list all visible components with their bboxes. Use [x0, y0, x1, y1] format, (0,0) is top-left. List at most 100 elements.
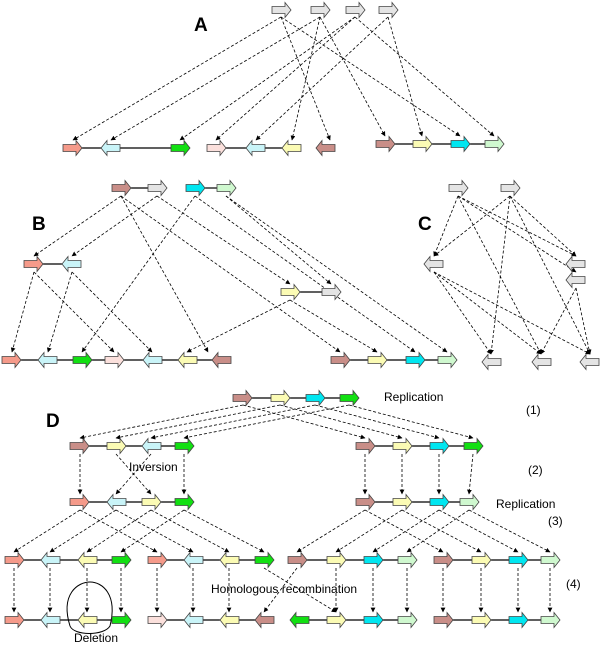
dashed-link-arrow [72, 16, 282, 141]
step-label-2: (2) [528, 463, 543, 477]
dashed-link-arrow [150, 509, 230, 553]
dashed-link-arrow [71, 271, 153, 353]
dashed-link-arrow [186, 299, 291, 353]
dashed-link-arrow [290, 16, 321, 141]
dashed-link-arrow [433, 271, 542, 355]
gene-arrow-gray [565, 255, 586, 273]
gene-arrow-green [72, 351, 93, 369]
gene-arrow-gray [565, 271, 586, 289]
gene-arrow-cyan [185, 179, 206, 197]
gene-arrow-lightblue [142, 351, 163, 369]
gene-arrow-cyan [363, 611, 384, 629]
step-label-4: (4) [566, 577, 581, 591]
gene-arrow-cyan [405, 351, 426, 369]
dashed-link-arrow [319, 16, 386, 137]
gene-arrow-lightblue [141, 437, 162, 455]
dashed-link-arrow [263, 567, 298, 613]
gene-arrow-yellow [270, 389, 291, 407]
gene-arrow-yellow [77, 611, 98, 629]
gene-arrow-gray [321, 283, 342, 301]
dashed-link-arrow [433, 195, 511, 257]
gene-arrow-salmon [23, 255, 44, 273]
gene-arrow-brown [433, 551, 454, 569]
dashed-link-arrow [401, 509, 482, 553]
dashed-link-arrow [296, 509, 366, 553]
dashed-link-arrow [468, 509, 551, 553]
gene-arrow-gray [500, 179, 521, 197]
dashed-link-arrow [279, 404, 403, 440]
dashed-link-arrow [255, 16, 389, 141]
gene-arrow-brown [330, 351, 351, 369]
gene-arrow-lightblue [183, 611, 204, 629]
dashed-link-arrow [406, 509, 470, 553]
gene-arrow-lightblue [183, 551, 204, 569]
gene-arrow-pink [147, 611, 168, 629]
gene-arrow-green [289, 611, 310, 629]
gene-arrow-brown [254, 611, 275, 629]
gene-arrow-brown [211, 351, 232, 369]
dashed-link-arrow [314, 404, 440, 440]
dashed-link-arrow [372, 509, 440, 553]
panel-label-d: D [46, 411, 60, 432]
gene-arrow-salmon [69, 493, 90, 511]
dashed-link-arrow [225, 195, 332, 285]
gene-arrow-lightgreen [459, 493, 480, 511]
gene-arrow-yellow [326, 611, 347, 629]
dashed-link-arrow [467, 453, 474, 495]
gene-arrow-gray [579, 353, 600, 371]
dashed-link-arrow [433, 271, 591, 355]
dashed-link-arrow [33, 271, 115, 353]
gene-arrow-lightblue [37, 351, 58, 369]
gene-arrow-green [463, 437, 484, 455]
dashed-link-arrow [13, 509, 81, 553]
gene-arrow-salmon [4, 551, 25, 569]
panel-label-c: C [418, 214, 432, 235]
chromosome-lines [21, 143, 541, 634]
dashed-link-arrow [10, 271, 35, 353]
dashed-link-arrow [387, 16, 424, 137]
gene-arrow-brown [232, 389, 253, 407]
gene-arrow-green [111, 551, 132, 569]
gene-arrow-yellow [392, 437, 413, 455]
gene-arrow-yellow [471, 551, 492, 569]
gene-arrow-salmon [62, 139, 83, 157]
dashed-link-arrow [280, 16, 461, 137]
gene-arrow-yellow [280, 283, 301, 301]
dashed-link-arrow [81, 195, 196, 353]
dashed-link-arrow [509, 195, 591, 355]
gene-arrow-salmon [4, 611, 25, 629]
dashed-link-arrow [457, 195, 577, 273]
dashed-link-arrow [46, 271, 73, 353]
gene-arrow-green [170, 139, 191, 157]
dashed-link-arrow [79, 404, 244, 440]
panel-label-a: A [194, 15, 208, 36]
gene-arrow-lightblue [40, 611, 61, 629]
dashed-link-arrow [364, 509, 444, 553]
gene-arrow-yellow [326, 551, 347, 569]
gene-arrow-lightgreen [484, 135, 505, 153]
gene-arrow-lightgreen [437, 351, 458, 369]
deletion-loop [66, 581, 113, 634]
gene-arrow-green [174, 493, 195, 511]
panel-label-b: B [32, 214, 46, 235]
dashed-link-arrow [489, 195, 511, 355]
replication-label-mid: Replication [496, 497, 555, 511]
gene-arrow-gray [531, 353, 552, 371]
dashed-link-arrow [156, 195, 291, 285]
homologous-recombination-label: Homologous recombination [211, 582, 357, 596]
gene-arrow-yellow [77, 551, 98, 569]
gene-arrow-salmon [1, 351, 22, 369]
gene-arrow-cyan [429, 437, 450, 455]
dashed-link-arrow [433, 271, 492, 355]
dashed-link-arrow [433, 195, 459, 257]
gene-arrow-gray [271, 1, 292, 19]
gene-arrow-yellow [219, 551, 240, 569]
dashed-link-arrow [194, 195, 416, 353]
gene-arrow-lightblue [245, 139, 266, 157]
gene-arrow-green [111, 611, 132, 629]
gene-arrow-yellow [281, 139, 302, 157]
gene-arrow-brown [355, 493, 376, 511]
gene-arrow-yellow [177, 351, 198, 369]
